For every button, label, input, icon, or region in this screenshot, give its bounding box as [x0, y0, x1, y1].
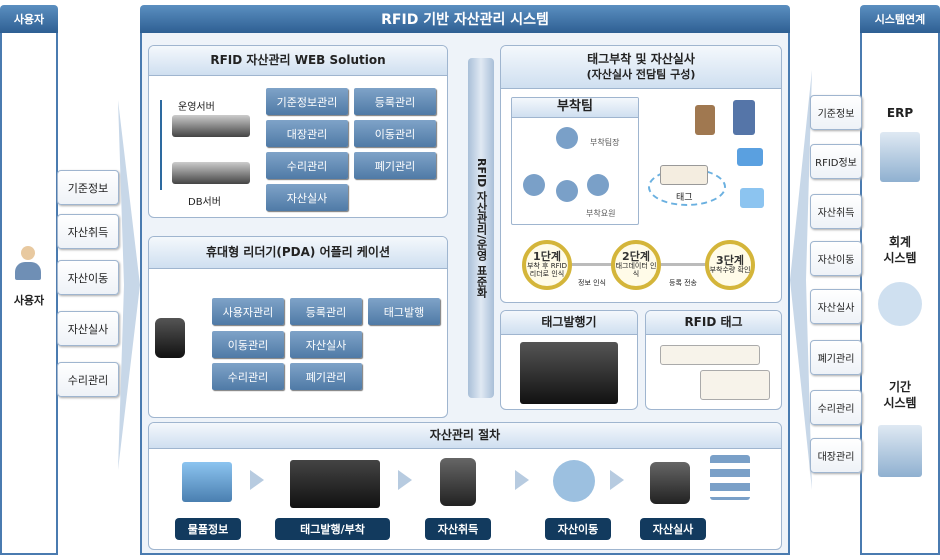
- user-label: 사용자: [13, 294, 45, 307]
- process-step-item-info: 물품정보: [175, 518, 241, 540]
- right-item-inspection[interactable]: 자산실사: [810, 289, 862, 324]
- process-title: 자산관리 절차: [149, 423, 781, 449]
- team-members-label: 부착요원: [586, 209, 616, 218]
- team-box: 부착팀: [511, 97, 639, 225]
- rfid-tag-title: RFID 태그: [646, 311, 781, 335]
- server-tower-icon: [695, 105, 715, 135]
- right-item-basic-info[interactable]: 기준정보: [810, 95, 862, 130]
- left-item-inspection[interactable]: 자산실사: [57, 311, 119, 346]
- left-item-transfer[interactable]: 자산이동: [57, 260, 119, 295]
- server-label-ops: 운영서버: [178, 102, 215, 113]
- system-erp-label: ERP: [886, 106, 914, 120]
- building-icon: [880, 132, 920, 182]
- tag-card-icon: [660, 165, 708, 185]
- pda-btn-disposal[interactable]: 폐기관리: [290, 363, 362, 390]
- web-solution-title: RFID 자산관리 WEB Solution: [149, 46, 447, 76]
- process-step-tag-issue: 태그발행/부착: [275, 518, 390, 540]
- process-step-transfer: 자산이동: [545, 518, 611, 540]
- tag-panel-title: 태그부착 및 자산실사: [587, 52, 695, 67]
- pda-btn-transfer[interactable]: 이동관리: [212, 331, 284, 358]
- right-item-rfid-info[interactable]: RFID정보: [810, 144, 862, 179]
- team-member-icon: [587, 174, 609, 196]
- tag-panel-subtitle: (자산실사 전담팀 구성): [586, 67, 696, 81]
- computer-icon: [182, 462, 232, 502]
- left-item-repair[interactable]: 수리관리: [57, 362, 119, 397]
- process-step-acquisition: 자산취득: [425, 518, 491, 540]
- web-btn-transfer[interactable]: 이동관리: [354, 120, 436, 147]
- team-title: 부착팀: [512, 98, 638, 118]
- accounting-user-icon: [878, 282, 922, 326]
- right-item-repair[interactable]: 수리관리: [810, 390, 862, 425]
- pda-title: 휴대형 리더기(PDA) 어플리 케이션: [149, 237, 447, 269]
- laptop-icon: [737, 148, 763, 166]
- web-btn-registration[interactable]: 등록관리: [354, 88, 436, 115]
- pda-btn-user[interactable]: 사용자관리: [212, 298, 284, 325]
- monitor-icon: [740, 188, 764, 208]
- web-btn-disposal[interactable]: 폐기관리: [354, 152, 436, 179]
- tag-label: 태그: [676, 193, 693, 203]
- pda-btn-registration[interactable]: 등록관리: [290, 298, 362, 325]
- left-bracket-arrow: [118, 100, 140, 470]
- right-item-acquisition[interactable]: 자산취득: [810, 194, 862, 229]
- web-btn-basic-info[interactable]: 기준정보관리: [266, 88, 348, 115]
- pda-device-icon: [155, 318, 185, 358]
- db-server-icon: [172, 162, 250, 184]
- rfid-reader-icon: [650, 462, 690, 504]
- left-item-basic-info[interactable]: 기준정보: [57, 170, 119, 205]
- tag-printer-icon: [520, 342, 618, 404]
- right-item-transfer[interactable]: 자산이동: [810, 241, 862, 276]
- system-core-label: 기간 시스템: [883, 380, 917, 410]
- server-icon: [172, 115, 250, 137]
- process-arrow-icon: [610, 470, 624, 490]
- network-line: [160, 100, 162, 190]
- main-title: RFID 기반 자산관리 시스템: [140, 5, 790, 33]
- team-member-icon: [523, 174, 545, 196]
- system-accounting-label: 회계 시스템: [883, 235, 917, 265]
- user-transfer-icon: [553, 460, 595, 502]
- process-arrow-icon: [398, 470, 412, 490]
- printer-title: 태그발행기: [501, 311, 637, 335]
- user-icon: [14, 246, 42, 282]
- system-column-header: 시스템연계: [860, 5, 940, 33]
- user-column: [0, 33, 58, 555]
- printer-icon: [290, 460, 380, 508]
- pc-tower-icon: [733, 100, 755, 135]
- server-label-db: DB서버: [188, 197, 221, 208]
- process-arrow-icon: [250, 470, 264, 490]
- web-btn-ledger[interactable]: 대장관리: [266, 120, 348, 147]
- assets-icon: [710, 455, 750, 500]
- team-leader-icon: [556, 127, 578, 149]
- pda-btn-tag-issue[interactable]: 태그발행: [368, 298, 440, 325]
- pda-btn-repair[interactable]: 수리관리: [212, 363, 284, 390]
- process-step-inspection: 자산실사: [640, 518, 706, 540]
- step-arrow-label-2: 등록 전송: [669, 279, 697, 287]
- web-btn-repair[interactable]: 수리관리: [266, 152, 348, 179]
- rfid-tag-sample: [660, 345, 760, 365]
- right-item-disposal[interactable]: 폐기관리: [810, 340, 862, 375]
- team-member-icon: [556, 180, 578, 202]
- rfid-tag-sample: [700, 370, 770, 400]
- team-leader-label: 부착팀장: [590, 138, 620, 147]
- pda-btn-inspection[interactable]: 자산실사: [290, 331, 362, 358]
- step-arrow-label-1: 정보 인식: [578, 279, 606, 287]
- standardization-bar: RFID 자산관리/운영 표준화: [468, 58, 494, 398]
- pda-panel: 휴대형 리더기(PDA) 어플리 케이션: [148, 236, 448, 418]
- right-bracket-arrow: [790, 70, 812, 490]
- right-item-ledger[interactable]: 대장관리: [810, 438, 862, 473]
- building-icon: [878, 425, 922, 477]
- pda-reader-icon: [440, 458, 476, 506]
- left-item-acquisition[interactable]: 자산취득: [57, 214, 119, 249]
- web-btn-inspection[interactable]: 자산실사: [266, 184, 348, 211]
- process-arrow-icon: [515, 470, 529, 490]
- user-column-header: 사용자: [0, 5, 58, 33]
